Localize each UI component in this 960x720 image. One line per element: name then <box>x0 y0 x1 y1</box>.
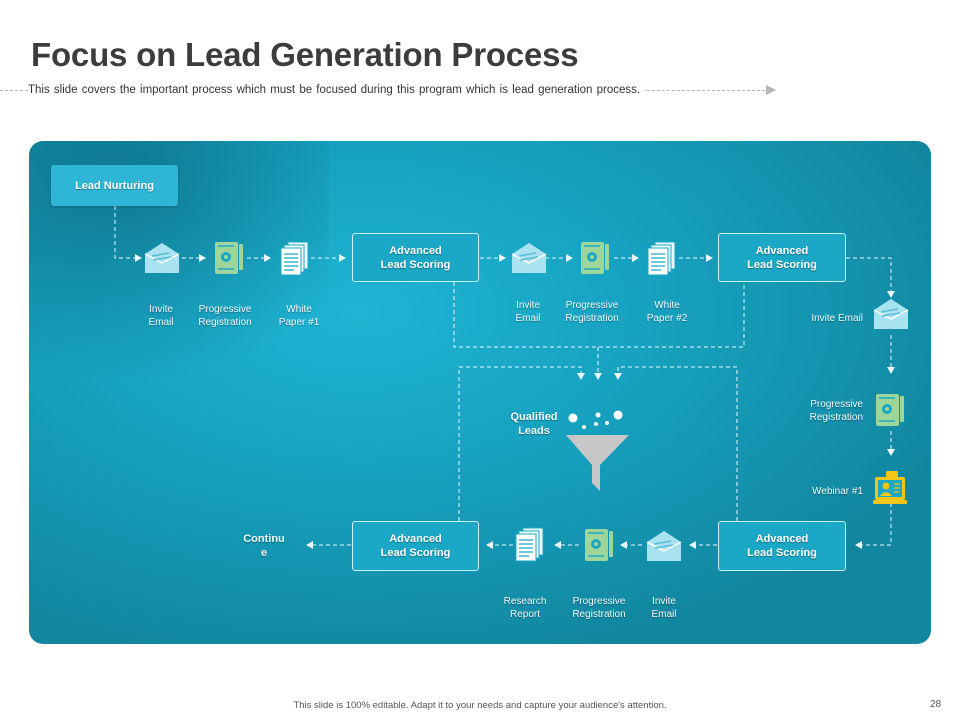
registration-icon <box>876 394 904 426</box>
progressive-registration-label: Progressive Registration <box>572 596 626 620</box>
process-panel: Lead Nurturing Advanced Lead Scoring Adv… <box>29 141 931 644</box>
progressive-registration-label: Progressive Registration <box>198 304 252 328</box>
subtitle-arrow-icon <box>766 85 776 95</box>
advanced-lead-scoring-box: Advanced Lead Scoring <box>352 233 479 282</box>
qualified-leads-label: Qualified Leads <box>510 411 558 437</box>
registration-icon <box>581 242 609 274</box>
document-icon <box>280 241 309 276</box>
invite-email-label: Invite Email <box>148 304 174 328</box>
advanced-lead-scoring-box: Advanced Lead Scoring <box>352 521 479 571</box>
connector-lines <box>114 206 895 549</box>
funnel-icon <box>566 410 629 491</box>
document-icon <box>647 241 676 276</box>
progressive-registration-label: Progressive Registration <box>565 300 619 324</box>
email-icon <box>144 243 180 273</box>
invite-email-label: Invite Email <box>811 313 863 324</box>
email-icon <box>873 299 909 329</box>
document-icon <box>515 527 544 562</box>
email-icon <box>646 531 682 561</box>
white-paper-label: White Paper #1 <box>278 304 320 328</box>
white-paper-label: White Paper #2 <box>646 300 688 324</box>
research-report-label: Research Report <box>503 596 547 620</box>
progressive-registration-label: Progressive Registration <box>809 399 863 423</box>
footer-note: This slide is 100% editable. Adapt it to… <box>293 700 667 711</box>
continue-label: Continu e <box>243 533 285 559</box>
lead-nurturing-box: Lead Nurturing <box>51 165 178 206</box>
email-icon <box>511 243 547 273</box>
webinar-icon <box>873 471 907 504</box>
advanced-lead-scoring-box: Advanced Lead Scoring <box>718 521 846 571</box>
page-number: 28 <box>930 699 942 710</box>
webinar-label: Webinar #1 <box>812 486 863 497</box>
registration-icon <box>585 529 613 561</box>
invite-email-label: Invite Email <box>515 300 541 324</box>
slide-subtitle: This slide covers the important process … <box>28 84 645 96</box>
slide-title: Focus on Lead Generation Process <box>31 36 579 73</box>
registration-icon <box>215 242 243 274</box>
invite-email-label: Invite Email <box>651 596 677 620</box>
advanced-lead-scoring-box: Advanced Lead Scoring <box>718 233 846 282</box>
